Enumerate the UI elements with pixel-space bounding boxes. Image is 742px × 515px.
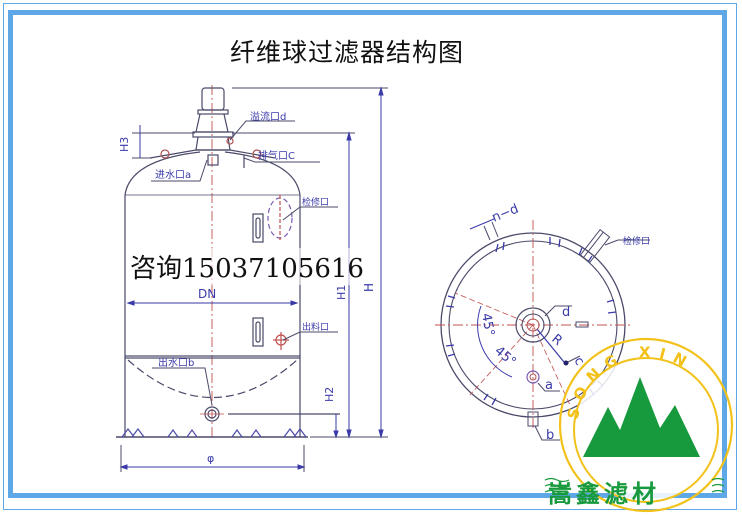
side-view [116,85,340,440]
phi-label: φ [207,452,214,465]
h2-label: H2 [323,387,336,402]
dimension-lines [119,86,388,472]
h3-label: H3 [118,137,131,152]
dn-label: DN [198,287,216,301]
contact-phone: 咨询15037105616 [130,248,364,285]
angle2-label: 45° [491,344,518,370]
angle1-label: 45° [478,312,497,337]
inlet-port-label: 进水口a [155,169,191,181]
leader-lines [151,120,338,406]
b-label: b [546,428,554,443]
mountain-icon [583,377,700,457]
overflow-port-label: 溢流口d [250,110,286,123]
d-label: d [562,305,570,320]
inner-frame [8,10,727,498]
a-label: a [545,378,553,393]
bolt-holes-label: n−d [490,202,521,226]
logo-outer-ring [558,337,734,513]
outlet-port-label: 出水口b [158,356,194,369]
page-title: 纤维球过滤器结构图 [230,38,465,67]
wave-lines-icon [544,477,725,495]
h-label: H [362,283,376,292]
top-view [435,218,650,441]
discharge-port-label: 出料口 [302,321,329,333]
top-manhole-label: 检修口 [623,235,650,247]
logo-brand-text: 嵩鑫滤材 [548,480,660,508]
vent-port-label: 排气口C [258,149,295,162]
manhole-label: 检修口 [302,196,329,208]
h1-label: H1 [335,285,348,300]
songxin-logo: SONG XIN [544,337,734,513]
outer-frame [3,3,737,510]
